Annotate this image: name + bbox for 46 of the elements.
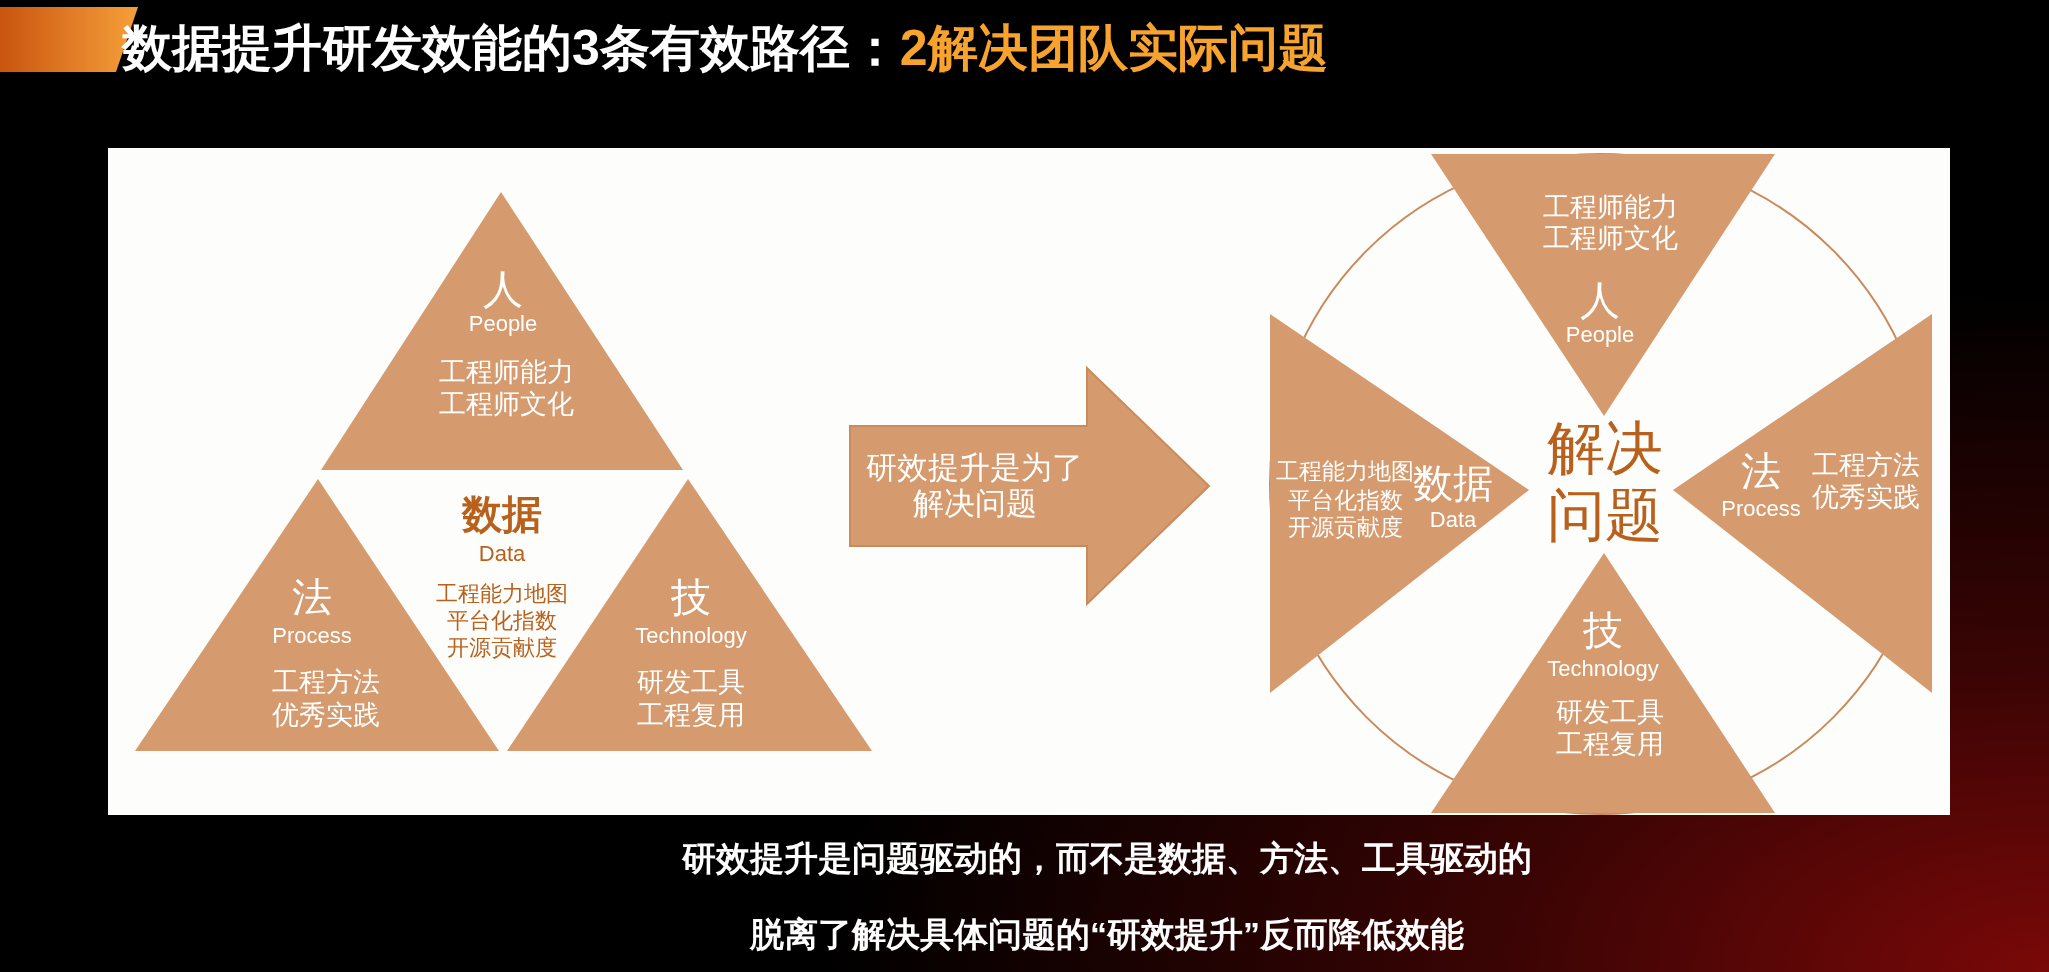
segment-item: 优秀实践 bbox=[272, 700, 380, 732]
segment-item: 平台化指数 bbox=[447, 608, 557, 634]
circle-outline bbox=[1268, 152, 1932, 816]
segment-item: 工程方法 bbox=[272, 667, 380, 699]
segment-item: 平台化指数 bbox=[1287, 486, 1403, 514]
edge-label: 研效提升是为了解决问题 bbox=[865, 450, 1085, 522]
title-highlight: 2解决团队实际问题 bbox=[899, 19, 1328, 78]
triangle-segment bbox=[1429, 153, 1777, 418]
segment-subtitle: People bbox=[468, 311, 538, 337]
segment-title: 法 bbox=[1741, 448, 1781, 494]
segment-item: 工程复用 bbox=[637, 700, 745, 732]
segment-item: 研发工具 bbox=[637, 667, 745, 699]
segment-item: 优秀实践 bbox=[1812, 482, 1920, 514]
segment-item: 工程师能力 bbox=[438, 357, 574, 389]
segment-item: 工程师文化 bbox=[1542, 223, 1678, 255]
segment-title: 人 bbox=[1580, 277, 1620, 323]
segment-title: 数据 bbox=[1413, 460, 1493, 506]
triangle-segment bbox=[1269, 312, 1531, 695]
center-title: 解决问题 bbox=[1546, 415, 1664, 549]
segment-item: 工程能力地图 bbox=[436, 581, 568, 607]
segment-item: 工程复用 bbox=[1556, 729, 1664, 761]
triangle-segment bbox=[1429, 551, 1777, 814]
caption-line: 脱离了解决具体问题的“研效提升”反而降低效能 bbox=[750, 915, 1464, 955]
segment-item: 开源贡献度 bbox=[447, 635, 557, 661]
segment-subtitle: Process bbox=[272, 623, 352, 649]
segment-item: 工程方法 bbox=[1812, 450, 1920, 482]
segment-title: 人 bbox=[483, 266, 523, 312]
segment-item: 工程师能力 bbox=[1542, 192, 1678, 224]
segment-title: 数据 bbox=[462, 491, 542, 537]
triangle-segment bbox=[1671, 312, 1933, 695]
segment-subtitle: People bbox=[1565, 322, 1635, 348]
segment-subtitle: Data bbox=[1429, 507, 1477, 533]
segment-title: 法 bbox=[292, 574, 332, 620]
segment-subtitle: Process bbox=[1721, 496, 1801, 522]
segment-item: 开源贡献度 bbox=[1287, 513, 1403, 541]
block-arrow bbox=[849, 365, 1211, 607]
slide-title: 数据提升研发效能的3条有效路径： bbox=[122, 19, 900, 78]
segment-item: 研发工具 bbox=[1556, 697, 1664, 729]
segment-title: 技 bbox=[671, 574, 711, 620]
segment-title: 技 bbox=[1583, 607, 1623, 653]
segment-subtitle: Technology bbox=[1547, 656, 1659, 682]
caption-line: 研效提升是问题驱动的，而不是数据、方法、工具驱动的 bbox=[682, 839, 1532, 879]
segment-item: 工程能力地图 bbox=[1276, 457, 1414, 484]
segment-subtitle: Technology bbox=[635, 623, 747, 649]
segment-subtitle: Data bbox=[478, 541, 526, 567]
segment-item: 工程师文化 bbox=[438, 389, 574, 421]
